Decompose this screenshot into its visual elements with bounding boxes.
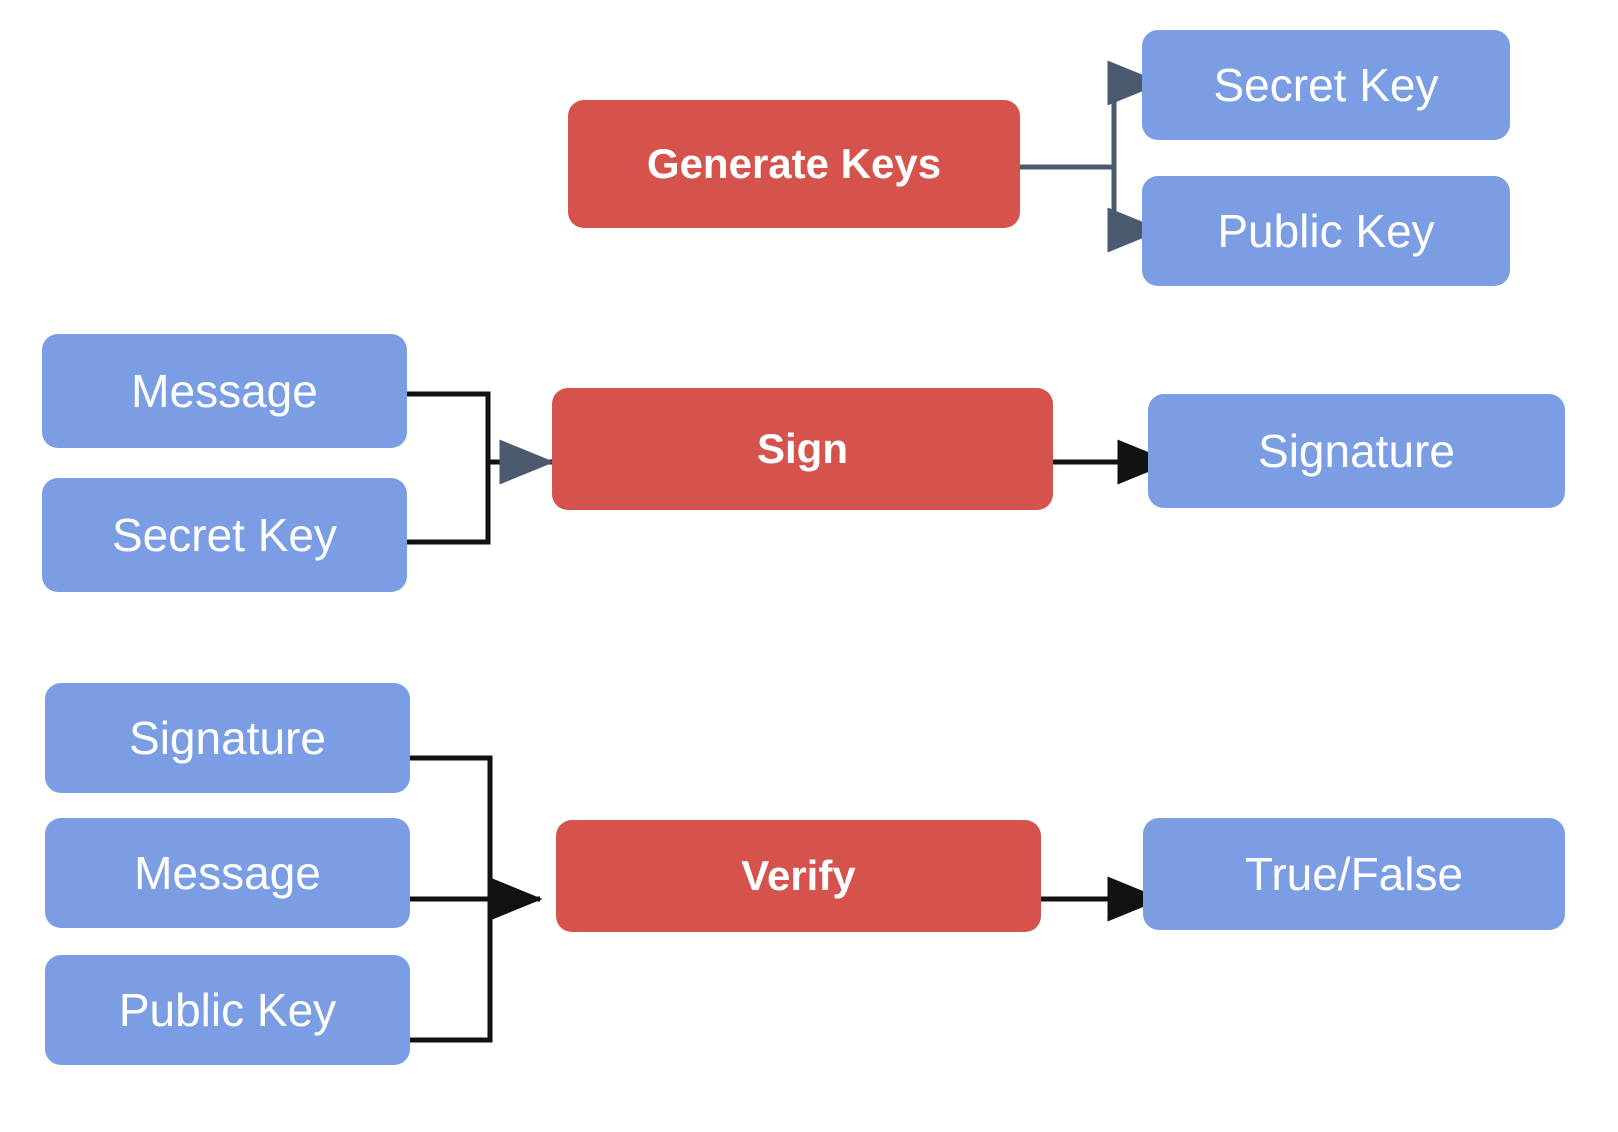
node-sign[interactable]: Sign: [552, 388, 1053, 510]
node-secret-key-output[interactable]: Secret Key: [1142, 30, 1510, 140]
node-secret-key-sign-input-label: Secret Key: [112, 508, 337, 561]
node-message-sign-input[interactable]: Message: [42, 334, 407, 448]
node-public-key-verify-input-label: Public Key: [118, 983, 337, 1036]
node-signature-output[interactable]: Signature: [1148, 394, 1565, 508]
node-message-verify-input-label: Message: [134, 846, 321, 899]
node-signature-output-label: Signature: [1258, 424, 1455, 477]
node-sign-label: Sign: [757, 424, 848, 472]
node-secret-key-sign-input[interactable]: Secret Key: [42, 478, 407, 592]
node-verify-label: Verify: [741, 851, 856, 899]
edge-verify-inputs: [410, 755, 543, 1043]
node-message-sign-input-label: Message: [131, 364, 318, 417]
node-true-false-output-label: True/False: [1244, 847, 1464, 900]
node-generate-keys[interactable]: Generate Keys: [568, 100, 1020, 228]
node-public-key-output-label: Public Key: [1217, 204, 1435, 257]
node-secret-key-output-label: Secret Key: [1213, 58, 1439, 111]
edge-sign-inputs: [407, 391, 555, 545]
node-public-key-verify-input[interactable]: Public Key: [45, 955, 410, 1065]
node-true-false-output[interactable]: True/False: [1143, 818, 1565, 930]
node-signature-verify-input-label: Signature: [129, 711, 326, 764]
node-message-verify-input[interactable]: Message: [45, 818, 410, 928]
node-public-key-output[interactable]: Public Key: [1142, 176, 1510, 286]
node-generate-keys-label: Generate Keys: [646, 139, 942, 187]
edge-generate-keys-fork: [1020, 60, 1163, 253]
node-verify[interactable]: Verify: [556, 820, 1041, 932]
node-signature-verify-input[interactable]: Signature: [45, 683, 410, 793]
